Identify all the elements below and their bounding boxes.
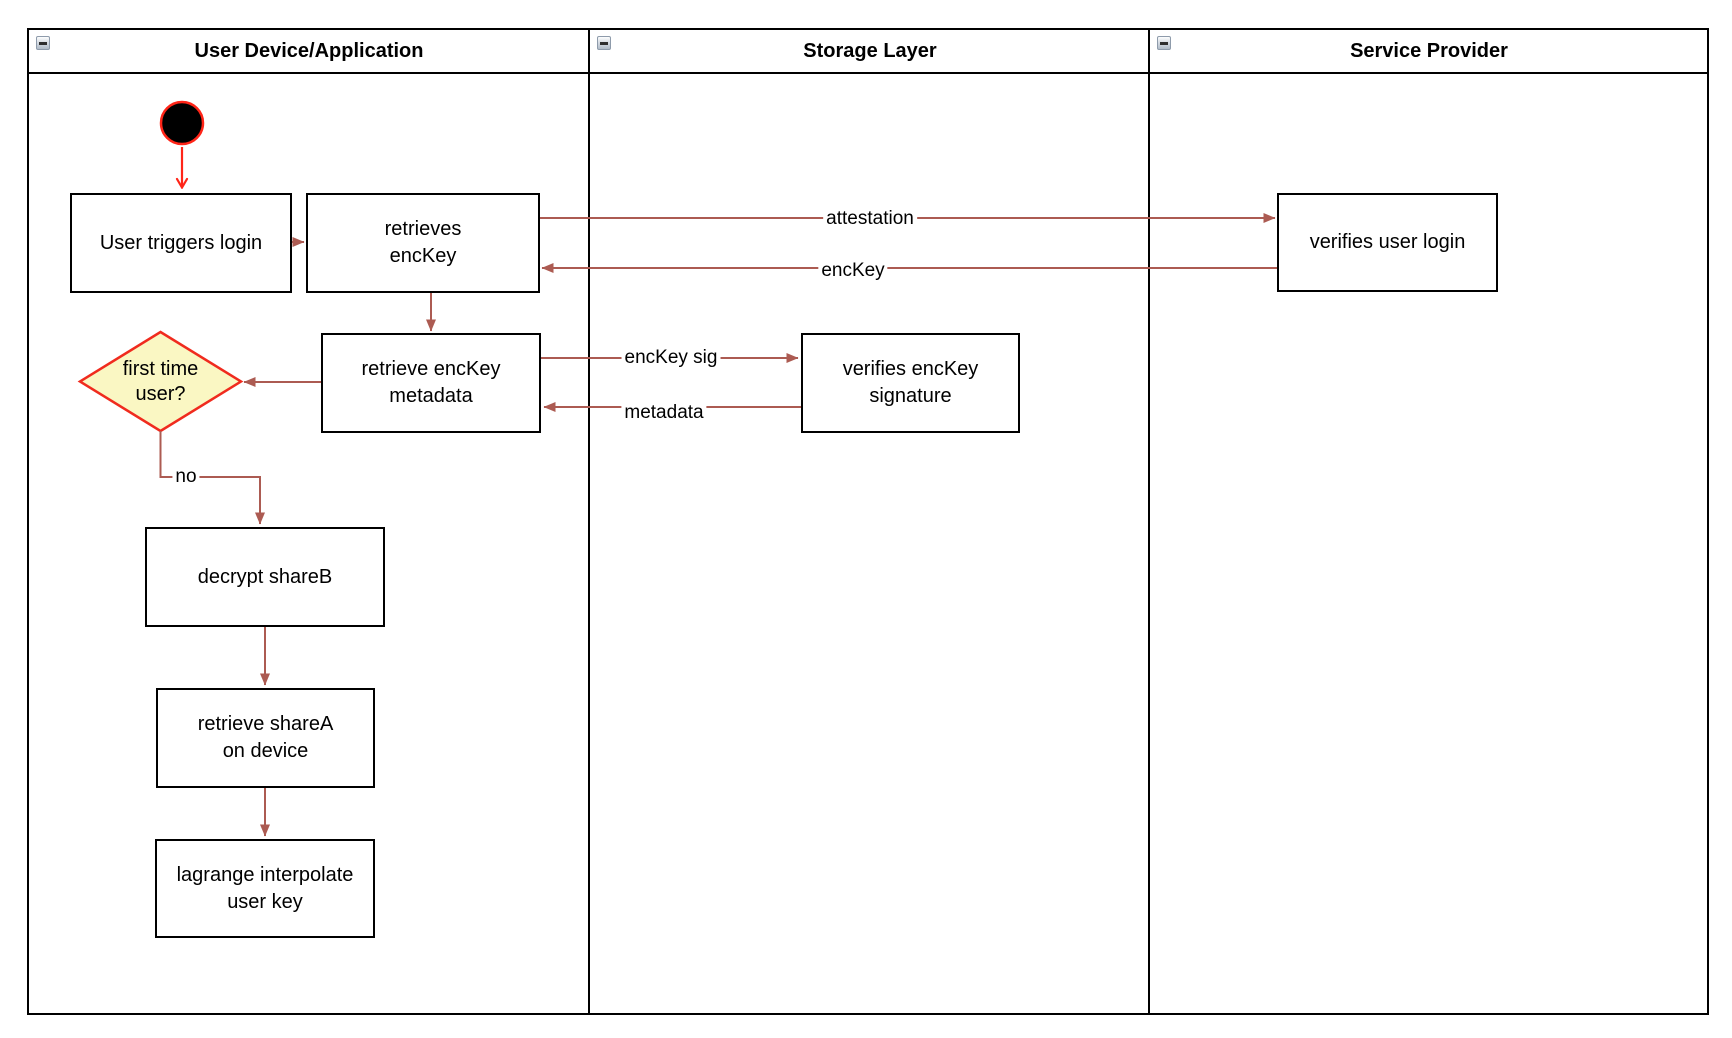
node-verifies-enckey-signature[interactable]: verifies encKey signature xyxy=(801,333,1020,433)
edge-label-enckey: encKey xyxy=(818,260,888,282)
edge-label-metadata: metadata xyxy=(621,402,707,424)
node-label: verifies encKey signature xyxy=(842,358,979,407)
node-retrieves-enckey[interactable]: retrieves encKey xyxy=(306,193,540,293)
lane-title-user-device[interactable]: User Device/Application xyxy=(194,40,424,62)
node-verifies-user-login[interactable]: verifies user login xyxy=(1277,193,1498,292)
node-label: User triggers login xyxy=(99,231,263,254)
collapse-lane-button-storage-layer[interactable] xyxy=(597,36,611,50)
node-decrypt-shareb[interactable]: decrypt shareB xyxy=(145,527,385,627)
node-label: retrieve shareA on device xyxy=(197,713,334,762)
minus-icon xyxy=(600,41,608,45)
minus-icon xyxy=(39,41,47,45)
node-label: verifies user login xyxy=(1309,231,1466,253)
minus-icon xyxy=(1160,41,1168,45)
lane-title-storage-layer[interactable]: Storage Layer xyxy=(803,40,937,62)
node-label: retrieves encKey xyxy=(384,218,462,267)
edge-label-no: no xyxy=(172,466,200,488)
collapse-lane-button-user-device[interactable] xyxy=(36,36,50,50)
edge-label-attestation: attestation xyxy=(823,208,917,230)
node-retrieve-enckey-metadata[interactable]: retrieve encKey metadata xyxy=(321,333,541,433)
collapse-lane-button-service-provider[interactable] xyxy=(1157,36,1171,50)
node-lagrange-interpolate[interactable]: lagrange interpolate user key xyxy=(155,839,375,938)
node-label: decrypt shareB xyxy=(197,565,333,588)
edge-label-enckey-sig: encKey sig xyxy=(621,347,721,369)
decision-label: first time user? xyxy=(122,357,199,405)
node-retrieve-sharea[interactable]: retrieve shareA on device xyxy=(156,688,375,788)
node-label: retrieve encKey metadata xyxy=(361,358,501,407)
lane-title-service-provider[interactable]: Service Provider xyxy=(1350,40,1508,62)
node-label: lagrange interpolate user key xyxy=(176,863,354,913)
node-user-triggers-login[interactable]: User triggers login xyxy=(70,193,292,293)
